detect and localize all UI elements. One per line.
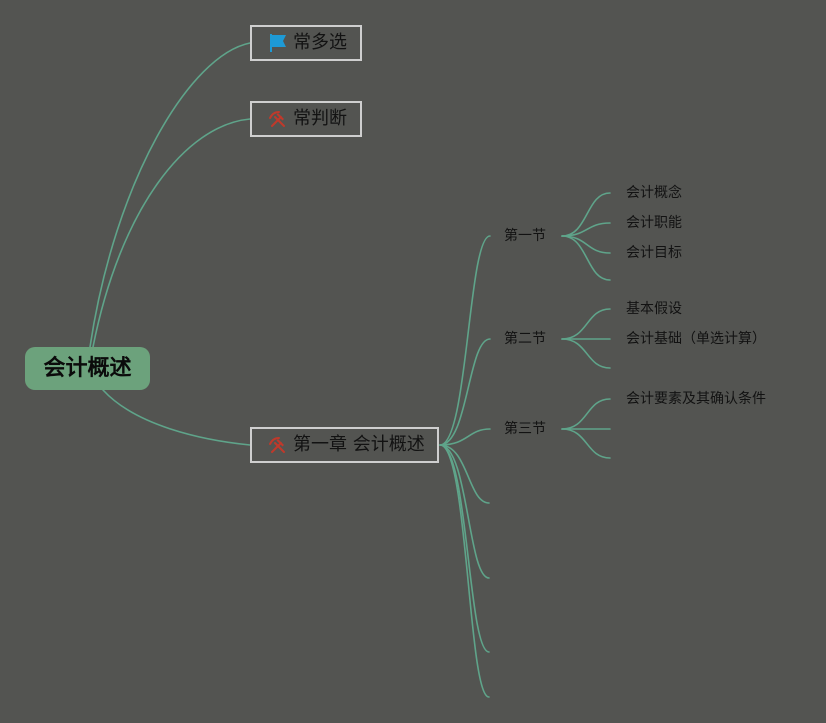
topic-accounting-objectives[interactable]: 会计目标 xyxy=(626,245,682,261)
section-3-node[interactable]: 第三节 xyxy=(504,421,546,437)
connector-chapter-to-section-3 xyxy=(439,428,491,446)
connector-chapter-to-section-1 xyxy=(439,235,491,446)
connector-section-1-to-topic-1 xyxy=(561,192,611,237)
branch-node-frequent-true-false[interactable]: 常判断 xyxy=(250,101,362,137)
connector-section-1-to-empty-4 xyxy=(561,235,611,281)
connector-root-to-branch-1 xyxy=(89,42,251,348)
branch-node-chapter-1[interactable]: 第一章 会计概述 xyxy=(250,427,439,463)
connector-section-2-to-topic-1 xyxy=(561,308,611,340)
topic-accounting-concept[interactable]: 会计概念 xyxy=(626,185,682,201)
topic-accounting-elements[interactable]: 会计要素及其确认条件 xyxy=(626,391,766,407)
connector-section-3-to-empty-3 xyxy=(561,428,611,459)
connector-chapter-to-section-2 xyxy=(439,338,491,446)
connector-chapter-to-empty-5 xyxy=(439,444,490,579)
branch-node-frequent-multiple-choice[interactable]: 常多选 xyxy=(250,25,362,61)
connector-chapter-to-empty-6 xyxy=(439,444,490,653)
branch-label: 常判断 xyxy=(293,108,347,129)
connector-section-2-to-empty-3 xyxy=(561,338,611,369)
connector-chapter-to-empty-7 xyxy=(439,444,490,698)
section-2-node[interactable]: 第二节 xyxy=(504,331,546,347)
flag-icon xyxy=(268,33,288,53)
branch-label: 常多选 xyxy=(293,32,347,53)
connector-section-1-to-topic-3 xyxy=(561,235,611,254)
topic-basic-assumptions[interactable]: 基本假设 xyxy=(626,301,682,317)
topic-accounting-basis[interactable]: 会计基础（单选计算） xyxy=(626,331,766,347)
connector-root-to-branch-2 xyxy=(92,118,251,348)
tools-icon xyxy=(268,109,288,129)
section-1-node[interactable]: 第一节 xyxy=(504,228,546,244)
connector-root-to-branch-3 xyxy=(102,389,251,446)
topic-accounting-functions[interactable]: 会计职能 xyxy=(626,215,682,231)
tools-icon xyxy=(268,435,288,455)
root-node[interactable]: 会计概述 xyxy=(25,347,150,390)
branch-label: 第一章 会计概述 xyxy=(293,434,425,455)
connector-chapter-to-empty-4 xyxy=(439,444,490,504)
connector-section-3-to-topic-1 xyxy=(561,398,611,430)
